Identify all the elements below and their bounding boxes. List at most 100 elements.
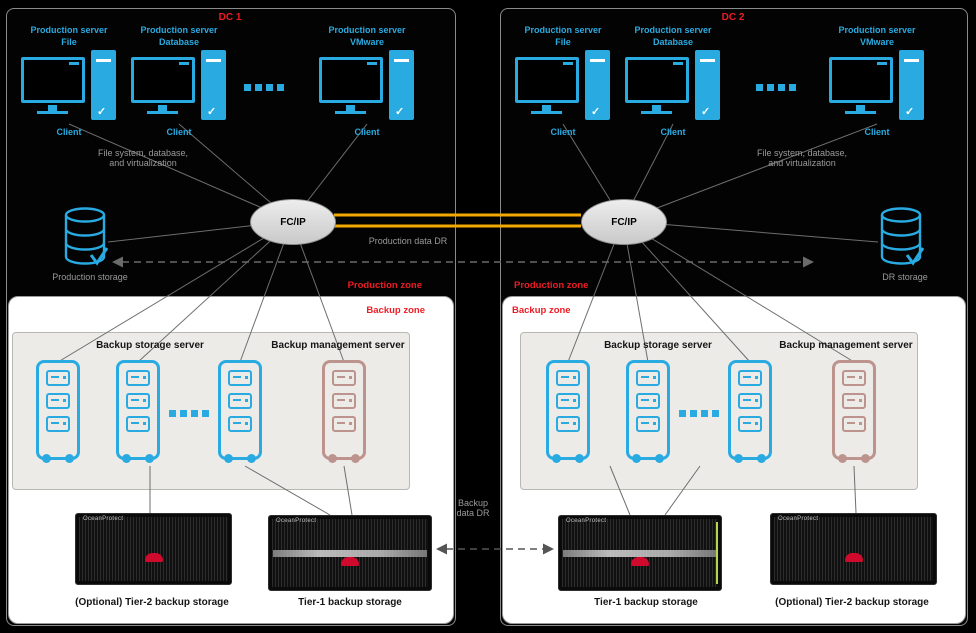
rack-drawer bbox=[842, 393, 866, 409]
tower-slit bbox=[206, 59, 221, 62]
monitor-icon bbox=[21, 57, 85, 103]
backup-dr-label-line2: data DR bbox=[456, 508, 490, 518]
production-dr-label: Production data DR bbox=[368, 236, 448, 246]
dc1-production-server-file: Production server File Client bbox=[14, 24, 124, 138]
dot bbox=[789, 84, 796, 91]
huawei-logo bbox=[341, 557, 359, 567]
rack-drawer bbox=[738, 370, 762, 386]
rack-drawer bbox=[556, 393, 580, 409]
client-server-icon bbox=[317, 50, 417, 124]
server-tower-icon bbox=[695, 50, 720, 120]
rack-drawer bbox=[556, 370, 580, 386]
dot bbox=[202, 410, 209, 417]
monitor-icon bbox=[829, 57, 893, 103]
rack-wheel bbox=[247, 454, 256, 463]
dc1-production-server-vmware: Production server VMware Client bbox=[312, 24, 422, 138]
monitor-icon bbox=[625, 57, 689, 103]
appliance-brand: OceanProtect bbox=[276, 518, 317, 524]
client-label: Client bbox=[354, 127, 380, 137]
server-tower-icon bbox=[585, 50, 610, 120]
appliance-brand: OceanProtect bbox=[778, 516, 819, 522]
server-tower-icon bbox=[91, 50, 116, 120]
rack-drawer bbox=[126, 370, 150, 386]
backup-storage-server-rack bbox=[546, 360, 590, 463]
monitor-icon bbox=[515, 57, 579, 103]
rack-drawer bbox=[842, 370, 866, 386]
huawei-logo bbox=[844, 553, 863, 563]
rack-wheel bbox=[328, 454, 337, 463]
rack-drawer bbox=[636, 416, 660, 432]
server-role-label: Production server bbox=[140, 25, 218, 35]
rack-wheel bbox=[734, 454, 743, 463]
client-server-icon bbox=[513, 50, 613, 124]
rack-drawer bbox=[842, 416, 866, 432]
dot bbox=[255, 84, 262, 91]
dc1-backup-storage-server-label: Backup storage server bbox=[96, 340, 204, 351]
rack-drawer bbox=[228, 416, 252, 432]
dc1-tier2-backup-storage-appliance: OceanProtect bbox=[75, 513, 232, 585]
dc2-tier1-label: Tier-1 backup storage bbox=[594, 597, 698, 608]
dc2-production-server-file: Production server File Client bbox=[508, 24, 618, 138]
check-icon bbox=[905, 105, 914, 118]
rack-drawer bbox=[126, 416, 150, 432]
huawei-logo bbox=[144, 553, 163, 563]
backup-management-server-rack bbox=[322, 360, 366, 463]
monitor-base bbox=[147, 111, 178, 114]
dot bbox=[180, 410, 187, 417]
rack-wheel bbox=[65, 454, 74, 463]
dc2-production-server-database: Production server Database Client bbox=[618, 24, 728, 138]
appliance-brand: OceanProtect bbox=[83, 516, 124, 522]
dc1-production-server-database: Production server Database Client bbox=[124, 24, 234, 138]
rack-wheel bbox=[861, 454, 870, 463]
backup-storage-server-rack bbox=[626, 360, 670, 463]
production-storage-icon bbox=[64, 207, 108, 266]
rack-drawer bbox=[738, 393, 762, 409]
fs-caption-line2: and virtualization bbox=[768, 158, 836, 168]
monitor-stand bbox=[346, 105, 355, 111]
dc1-storage-label: Production storage bbox=[52, 272, 128, 282]
dc1-tier1-label: Tier-1 backup storage bbox=[298, 597, 402, 608]
server-role-label: Production server bbox=[524, 25, 602, 35]
dot bbox=[266, 84, 273, 91]
backup-storage-server-rack bbox=[36, 360, 80, 463]
rack-wheel bbox=[575, 454, 584, 463]
backup-storage-server-rack bbox=[218, 360, 262, 463]
dc2-more-servers-ellipsis bbox=[756, 84, 796, 91]
dc1-title: DC 1 bbox=[218, 12, 242, 23]
rack-wheel bbox=[838, 454, 847, 463]
dot bbox=[244, 84, 251, 91]
server-tower-icon bbox=[201, 50, 226, 120]
rack-drawer bbox=[738, 416, 762, 432]
backup-dr-label-line1: Backup bbox=[457, 498, 489, 508]
server-type-label: Database bbox=[158, 37, 200, 47]
rack-drawer bbox=[332, 370, 356, 386]
huawei-logo bbox=[631, 557, 649, 567]
fs-caption-line1: File system, database, bbox=[97, 148, 189, 158]
rack-drawer bbox=[228, 370, 252, 386]
dc1-tier1-backup-storage-appliance: OceanProtect bbox=[268, 515, 432, 591]
rack-drawer bbox=[46, 370, 70, 386]
dc2-storage-label: DR storage bbox=[882, 272, 928, 282]
tower-slit bbox=[394, 59, 409, 62]
dr-storage-icon bbox=[880, 207, 924, 266]
tower-slit bbox=[590, 59, 605, 62]
backup-dr-label: Backup data DR bbox=[440, 498, 506, 518]
rack-wheel bbox=[224, 454, 233, 463]
inter-dc-fc-links bbox=[334, 213, 581, 228]
check-icon bbox=[701, 105, 710, 118]
client-server-icon bbox=[129, 50, 229, 124]
dot bbox=[778, 84, 785, 91]
tower-slit bbox=[96, 59, 111, 62]
server-role-label: Production server bbox=[30, 25, 108, 35]
rack-wheel bbox=[42, 454, 51, 463]
rack-wheel bbox=[122, 454, 131, 463]
rack-wheel bbox=[145, 454, 154, 463]
monitor-gleam bbox=[877, 62, 887, 65]
dot bbox=[679, 410, 686, 417]
rack-drawer bbox=[46, 393, 70, 409]
monitor-base bbox=[641, 111, 672, 114]
rack-drawer bbox=[46, 416, 70, 432]
check-icon bbox=[591, 105, 600, 118]
client-server-icon bbox=[19, 50, 119, 124]
dc2-more-racks-ellipsis bbox=[679, 410, 719, 417]
